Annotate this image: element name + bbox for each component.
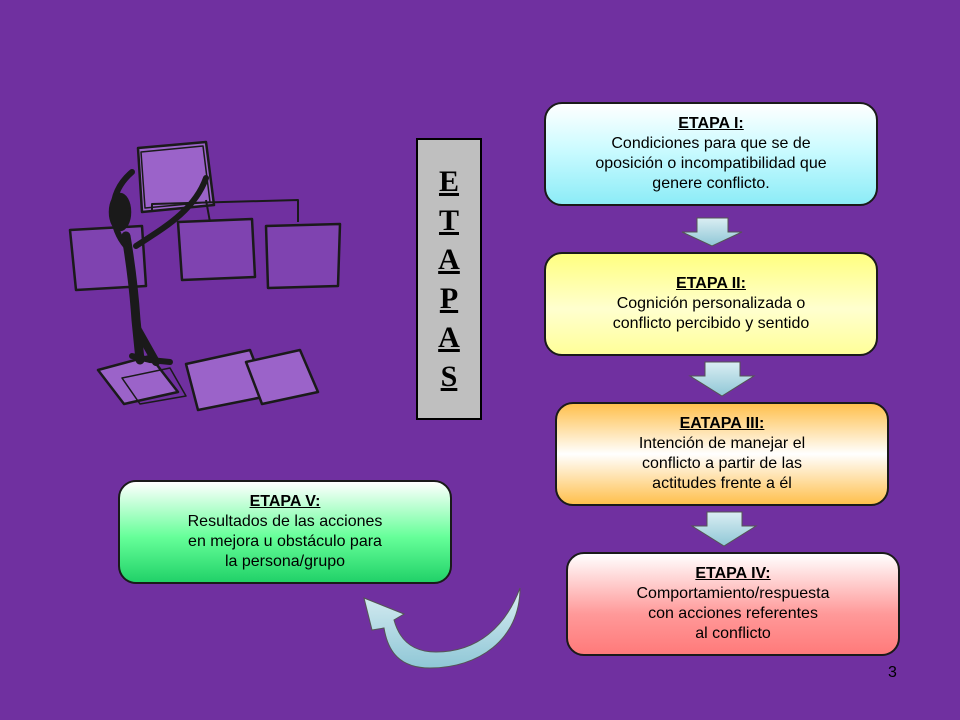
- curved-return-arrow-icon: [363, 587, 521, 669]
- stage-5-title: ETAPA V:: [249, 493, 321, 510]
- stage-4-line-2: con acciones referentes: [648, 605, 818, 622]
- stage-5-line-3: la persona/grupo: [224, 553, 346, 570]
- stage-2-line-1: Cognición personalizada o: [616, 295, 806, 312]
- down-arrow-icon: [690, 511, 758, 547]
- stage-1-line-3: genere conflicto.: [652, 175, 770, 192]
- stage-3-line-2: conflicto a partir de las: [641, 455, 803, 472]
- etapas-letter: E: [438, 165, 459, 198]
- etapas-letter: T: [438, 204, 459, 237]
- stick-figure-with-papers-clipart: [68, 140, 342, 412]
- stage-1-line-2: oposición o incompatibilidad que: [595, 155, 827, 172]
- stage-3-title: EATAPA III:: [679, 415, 765, 432]
- stage-3-box: EATAPA III: Intención de manejar el conf…: [555, 402, 889, 506]
- stage-5-box: ETAPA V: Resultados de las acciones en m…: [118, 480, 452, 584]
- etapas-letter: A: [438, 243, 460, 276]
- down-arrow-icon: [681, 217, 743, 247]
- stage-1-box: ETAPA I: Condiciones para que se de opos…: [544, 102, 878, 206]
- etapas-letter: P: [439, 282, 459, 315]
- stage-3-line-3: actitudes frente a él: [652, 475, 792, 492]
- etapas-letter: S: [440, 360, 458, 393]
- stage-1-title: ETAPA I:: [678, 115, 744, 132]
- stage-5-line-2: en mejora u obstáculo para: [188, 533, 382, 550]
- stage-4-title: ETAPA IV:: [695, 565, 771, 582]
- stage-2-box: ETAPA II: Cognición personalizada o conf…: [544, 252, 878, 356]
- etapas-letter: A: [438, 321, 460, 354]
- stage-4-box: ETAPA IV: Comportamiento/respuesta con a…: [566, 552, 900, 656]
- stage-2-line-2: conflicto percibido y sentido: [612, 315, 810, 332]
- stage-1-line-1: Condiciones para que se de: [611, 135, 811, 152]
- page-number: 3: [888, 664, 897, 681]
- down-arrow-icon: [688, 361, 756, 397]
- stage-5-line-1: Resultados de las acciones: [187, 513, 383, 530]
- stage-3-line-1: Intención de manejar el: [638, 435, 806, 452]
- stage-4-line-1: Comportamiento/respuesta: [636, 585, 830, 602]
- stage-4-line-3: al conflicto: [695, 625, 771, 642]
- stage-2-title: ETAPA II:: [676, 275, 746, 292]
